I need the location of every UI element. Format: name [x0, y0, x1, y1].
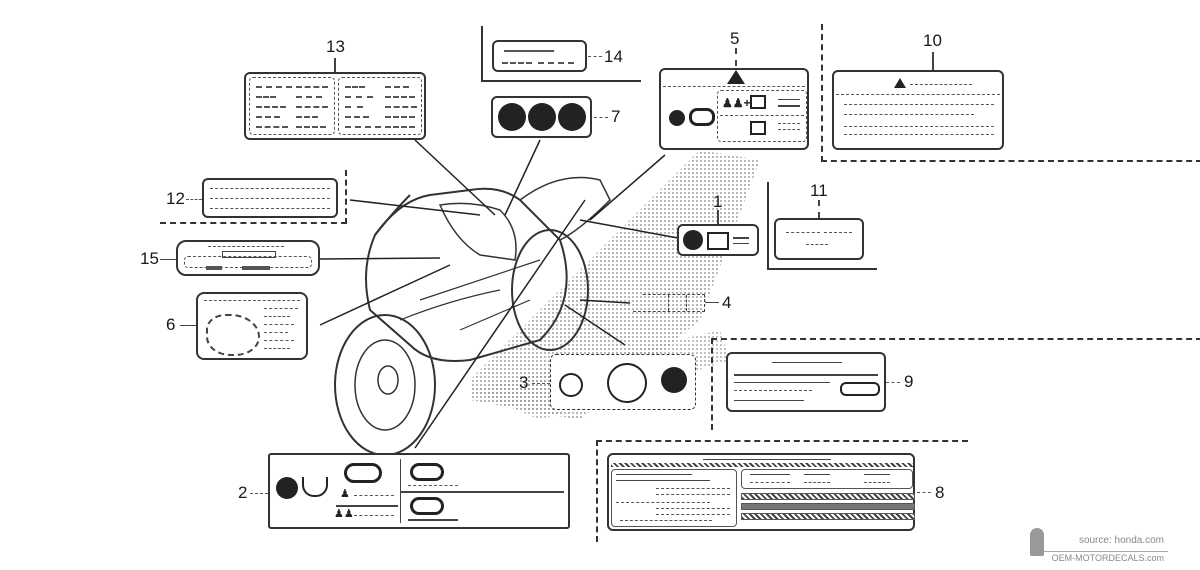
manual-icon	[661, 367, 687, 393]
manual-icon	[669, 110, 685, 126]
leader-13	[414, 139, 496, 216]
manual-icon	[276, 477, 298, 499]
label-8-left-panel	[611, 469, 737, 527]
callout-number-5: 5	[730, 29, 740, 48]
windscreen	[374, 194, 411, 236]
label-3[interactable]	[550, 354, 696, 410]
label-14-frame	[481, 26, 641, 82]
label-15[interactable]	[176, 240, 320, 276]
callout-number-4: 4	[722, 293, 732, 312]
callout-number-11: 11	[810, 181, 828, 200]
label-10[interactable]	[832, 70, 1004, 150]
label-6[interactable]	[196, 292, 308, 360]
source-credit: source: honda.com	[1078, 535, 1164, 546]
callout-number-8: 8	[935, 483, 945, 502]
label-8[interactable]	[607, 453, 915, 531]
callout-number-12: 12	[166, 189, 185, 208]
label-13[interactable]	[244, 72, 426, 140]
manual-icon	[683, 230, 703, 250]
label-4[interactable]	[633, 294, 705, 312]
callout-number-2: 2	[238, 483, 248, 502]
callout-number-1: 1	[713, 192, 723, 211]
manual-icon	[498, 103, 526, 131]
motorcycle-icon	[689, 108, 715, 126]
motorcycle-icon	[344, 463, 382, 483]
callout-number-3: 3	[519, 373, 529, 392]
leader-tick	[334, 58, 336, 72]
seat-tail	[519, 176, 611, 241]
front-wheel-rim	[354, 339, 416, 431]
label-14[interactable]	[492, 40, 587, 72]
label-13-right-panel	[338, 77, 422, 135]
label-11[interactable]	[774, 218, 864, 260]
toucan-logo-icon	[1030, 528, 1044, 556]
label-1[interactable]	[677, 224, 759, 256]
leader-2	[414, 199, 586, 449]
motorcycle-icon	[410, 497, 444, 515]
leader-5	[589, 154, 666, 221]
label-12-frame	[160, 170, 347, 224]
motorcycle-icon	[410, 463, 444, 481]
label-5[interactable]: ♟♟+	[659, 68, 809, 150]
callout-number-15: 15	[140, 249, 159, 268]
label-5-panel: ♟♟+	[717, 90, 807, 142]
fairing	[365, 187, 568, 362]
front-hub	[377, 365, 399, 395]
fuel-icon	[558, 103, 586, 131]
label-8-right-panel	[741, 469, 913, 489]
callout-number-7: 7	[611, 107, 621, 126]
tire-pressure-icon	[302, 477, 328, 497]
label-9-frame	[711, 338, 1200, 430]
leader-6	[319, 264, 451, 326]
label-2[interactable]: ♟ ♟♟	[268, 453, 570, 529]
callout-number-13: 13	[326, 37, 345, 56]
sprocket-icon	[607, 363, 647, 403]
luggage-icon	[707, 232, 729, 250]
frame-lines	[399, 259, 541, 331]
label-11-frame	[767, 182, 877, 270]
leader-3	[564, 304, 626, 346]
warning-triangle-icon	[894, 78, 906, 88]
front-wheel	[334, 314, 436, 456]
label-8-frame	[596, 440, 968, 542]
label-13-left-panel	[249, 77, 335, 135]
label-9[interactable]	[726, 352, 886, 412]
leader-1	[579, 219, 679, 239]
label-7[interactable]	[491, 96, 592, 138]
label-10-frame	[821, 24, 1200, 162]
luggage-icon	[750, 95, 766, 109]
riders-icon: ♟♟	[334, 508, 354, 520]
leader-4	[579, 299, 631, 304]
key-icon	[840, 382, 880, 396]
warning-triangle-icon	[727, 70, 745, 84]
engine-illustration-icon	[206, 314, 260, 356]
chain-slack-icon	[559, 373, 583, 397]
callout-number-9: 9	[904, 372, 914, 391]
leader-12	[349, 199, 481, 216]
fuel-tank	[438, 202, 517, 261]
riders-icon: ♟♟+	[722, 96, 751, 110]
luggage-icon	[750, 121, 766, 135]
callout-number-14: 14	[604, 47, 623, 66]
watermark-text: OEM-MOTORDECALS.com	[1051, 553, 1164, 563]
rider-icon: ♟	[340, 488, 350, 500]
callout-number-6: 6	[166, 315, 176, 334]
label-12[interactable]	[202, 178, 338, 218]
shadow-area	[470, 150, 760, 420]
callout-number-10: 10	[923, 31, 942, 50]
leader-7	[504, 139, 541, 216]
leader-15	[319, 257, 441, 260]
dot-icon	[528, 103, 556, 131]
